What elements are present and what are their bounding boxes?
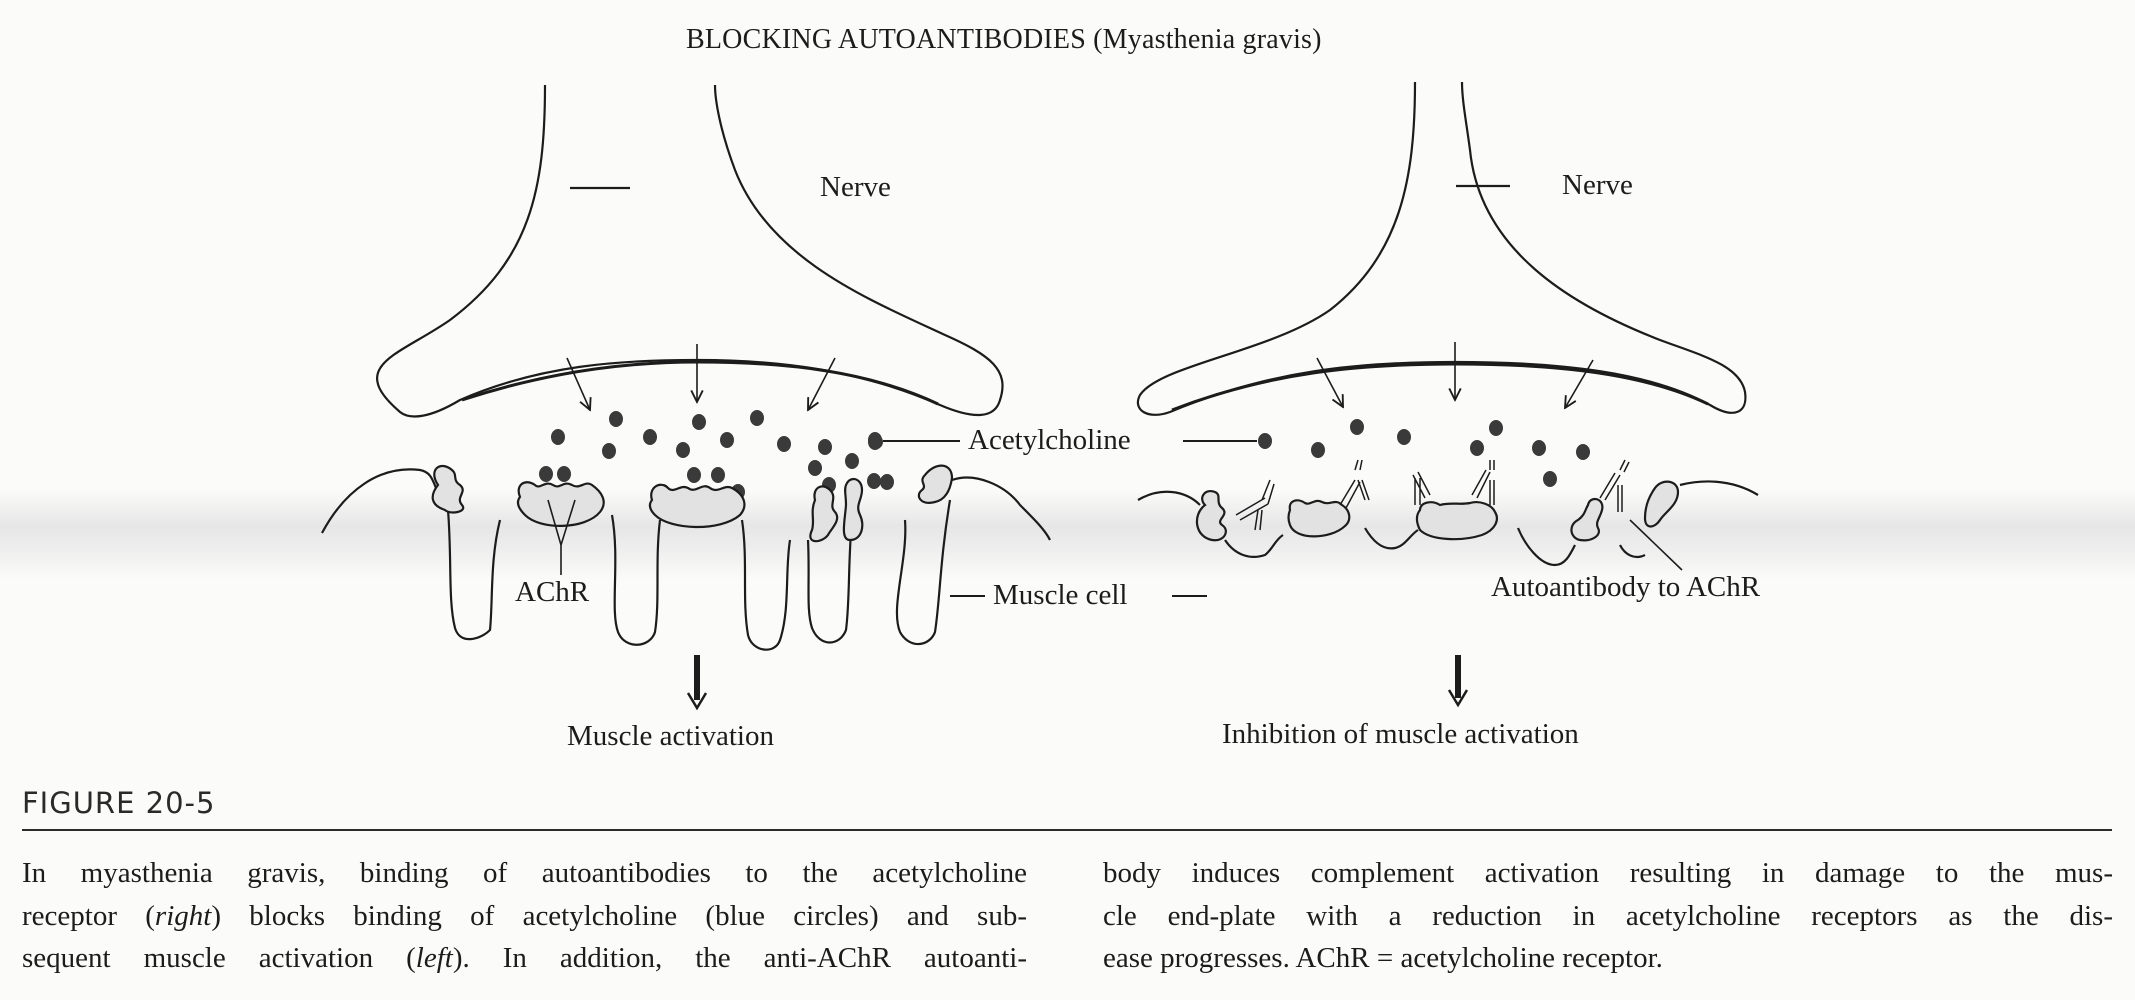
outcome-right-label: Inhibition of muscle activation (1222, 718, 1579, 750)
achr-receptor (648, 483, 746, 529)
autoantibody-leader (1629, 519, 1683, 571)
figure-title: BLOCKING AUTOANTIBODIES (Myasthenia grav… (686, 24, 1322, 55)
caption-line: sequent muscle activation (left). In add… (22, 942, 1027, 974)
acetylcholine-dot (845, 453, 859, 469)
left-muscle-membrane (321, 468, 1051, 651)
acetylcholine-dot (602, 443, 616, 459)
caption-rule (22, 829, 2112, 831)
acetylcholine-dot (687, 467, 701, 483)
achr-receptor (917, 464, 954, 504)
acetylcholine-dot (720, 432, 734, 448)
right-nerve-terminal (1136, 81, 1747, 416)
acetylcholine-dot (818, 439, 832, 455)
acetylcholine-label: Acetylcholine (968, 424, 1131, 456)
muscle-cell-label: Muscle cell (993, 579, 1128, 611)
acetylcholine-dot (1543, 471, 1557, 487)
caption-line: body induces complement activation resul… (1103, 857, 2113, 889)
right-panel (1136, 81, 1759, 708)
acetylcholine-dot (676, 442, 690, 458)
release-arrow (1316, 357, 1343, 407)
acetylcholine-dot (1576, 444, 1590, 460)
acetylcholine-dot (1489, 420, 1503, 436)
acetylcholine-dot (1258, 433, 1272, 449)
acetylcholine-dot (557, 466, 571, 482)
left-nerve-terminal (376, 84, 1004, 418)
acetylcholine-dot (539, 466, 553, 482)
acetylcholine-dot (867, 473, 881, 489)
acetylcholine-dot (551, 429, 565, 445)
achr-receptor (1570, 497, 1604, 542)
scan-shadow-band (0, 490, 2135, 580)
caption-column-1: In myasthenia gravis, binding of autoant… (22, 852, 1027, 980)
autoantibody-icon (1471, 460, 1495, 505)
release-arrow (808, 357, 836, 410)
autoantibody-icon (1235, 479, 1275, 531)
achr-receptor (516, 481, 605, 527)
acetylcholine-dot (1397, 429, 1411, 445)
acetylcholine-leader-dot (869, 435, 883, 449)
achr-label: AChR (515, 576, 590, 608)
achr-receptor (842, 477, 864, 542)
release-arrow (566, 357, 590, 410)
outcome-left-label: Muscle activation (567, 720, 774, 752)
achr-receptor (431, 464, 465, 514)
caption-line: In myasthenia gravis, binding of autoant… (22, 857, 1027, 889)
right-muscle-membrane (1137, 480, 1759, 567)
achr-receptor (1287, 499, 1351, 538)
caption-column-2: body induces complement activation resul… (1103, 852, 2113, 980)
autoantibody-icon (1599, 459, 1630, 512)
release-arrow (1565, 359, 1594, 408)
nerve-label-left: Nerve (820, 171, 891, 203)
autoantibody-label: Autoantibody to AChR (1491, 571, 1761, 603)
acetylcholine-dot (750, 410, 764, 426)
achr-receptor (1415, 501, 1498, 541)
down-arrow-icon (686, 692, 708, 711)
right-receptors (1195, 480, 1680, 542)
autoantibody-icon (1412, 471, 1431, 505)
achr-receptor (1195, 490, 1227, 542)
right-autoantibodies (1235, 459, 1630, 531)
acetylcholine-dot (808, 460, 822, 476)
down-arrow-icon (1447, 689, 1469, 708)
acetylcholine-dot (1311, 442, 1325, 458)
right-acetylcholine-dots (1258, 419, 1590, 487)
caption-line: receptor (right) blocks binding of acety… (22, 899, 1027, 932)
acetylcholine-dot (880, 474, 894, 490)
acetylcholine-dot (609, 411, 623, 427)
acetylcholine-dot (1350, 419, 1364, 435)
achr-receptor (809, 485, 839, 543)
caption-line: cle end-plate with a reduction in acetyl… (1103, 899, 2113, 932)
achr-leader (547, 499, 576, 575)
figure-number: FIGURE 20-5 (22, 786, 216, 820)
nerve-label-right: Nerve (1562, 169, 1633, 201)
autoantibody-icon (1339, 459, 1370, 509)
acetylcholine-dot (777, 436, 791, 452)
acetylcholine-dot (643, 429, 657, 445)
achr-receptor (1643, 480, 1680, 528)
acetylcholine-dot (1532, 440, 1546, 456)
acetylcholine-dot (1470, 440, 1484, 456)
left-receptors (431, 464, 954, 543)
acetylcholine-dot (692, 414, 706, 430)
left-panel (321, 84, 1051, 711)
caption-line: ease progresses. AChR = acetylcholine re… (1103, 942, 1663, 974)
acetylcholine-dot (711, 467, 725, 483)
